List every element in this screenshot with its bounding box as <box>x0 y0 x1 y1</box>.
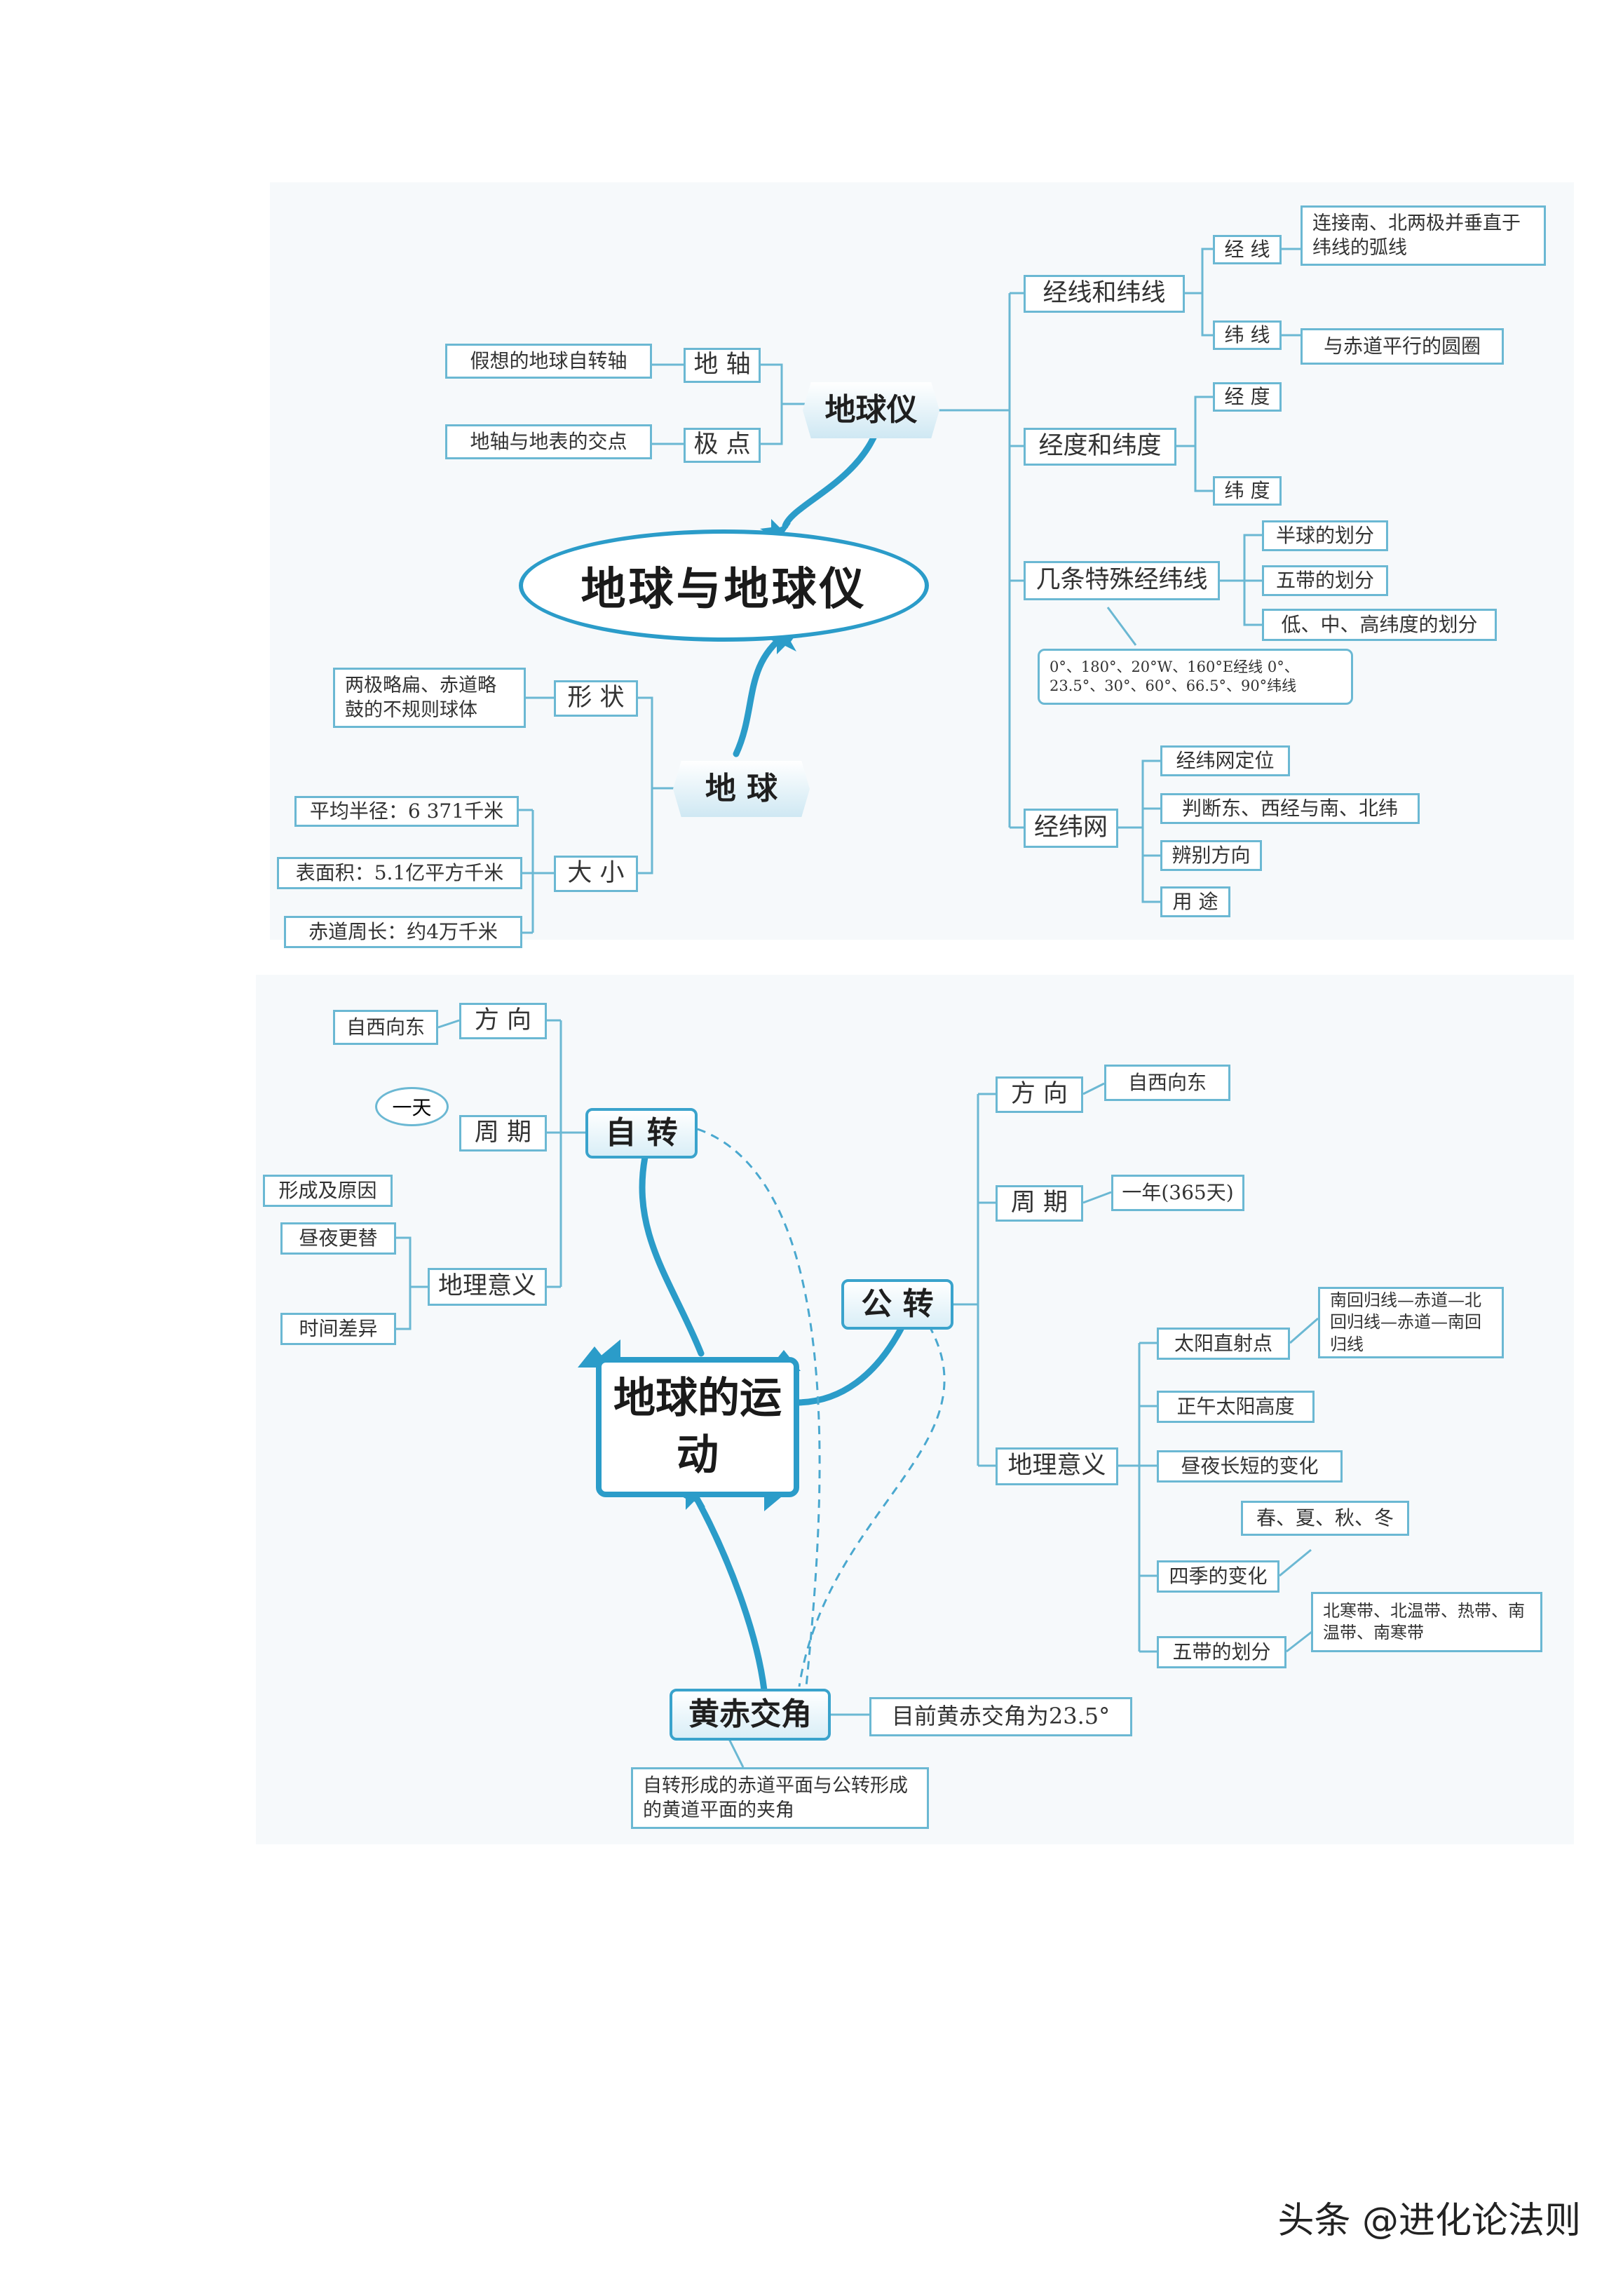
longitude-node: 经 度 <box>1213 382 1282 412</box>
latitude-node: 纬 度 <box>1213 476 1282 506</box>
shape-desc: 两极略扁、赤道略鼓的不规则球体 <box>333 668 526 728</box>
revolution-period-node: 周 期 <box>996 1185 1083 1222</box>
seasons-node: 四季的变化 <box>1157 1560 1279 1593</box>
grid-item-use: 用 途 <box>1160 886 1230 917</box>
rotation-node: 自 转 <box>585 1108 698 1159</box>
revolution-direction-node: 方 向 <box>996 1076 1083 1113</box>
parallel-node: 纬 线 <box>1213 320 1282 350</box>
globe-model-node: 地球仪 <box>803 382 939 438</box>
shape-node: 形 状 <box>554 680 638 717</box>
pole-desc: 地轴与地表的交点 <box>445 424 652 459</box>
rotation-sig-daynight: 昼夜更替 <box>280 1222 396 1255</box>
rotation-sig-timediff: 时间差异 <box>280 1313 396 1345</box>
zones-node: 五带的划分 <box>1262 565 1388 596</box>
parallel-desc: 与赤道平行的圆圈 <box>1301 328 1504 365</box>
axis-node: 地 轴 <box>684 348 761 383</box>
pole-node: 极 点 <box>684 428 761 463</box>
hemisphere-node: 半球的划分 <box>1262 520 1388 551</box>
map2-center-topic: 地球的运动 <box>596 1357 799 1497</box>
lines-node: 经线和纬线 <box>1024 275 1185 313</box>
rotation-period-bubble: 一天 <box>375 1087 449 1126</box>
meridian-node: 经 线 <box>1213 235 1282 264</box>
rotation-period-node: 周 期 <box>459 1115 547 1152</box>
grid-node: 经纬网 <box>1024 809 1118 848</box>
map1-center-topic: 地球与地球仪 <box>519 529 929 642</box>
five-zones-desc: 北寒带、北温带、热带、南温带、南寒带 <box>1311 1592 1542 1652</box>
rotation-direction-desc: 自西向东 <box>333 1010 438 1045</box>
direct-sun-node: 太阳直射点 <box>1157 1328 1290 1360</box>
size-area: 表面积：5.1亿平方千米 <box>277 857 522 889</box>
watermark-text: 头条 @进化论法则 <box>1277 2200 1581 2242</box>
lat-levels-node: 低、中、高纬度的划分 <box>1262 609 1497 641</box>
size-radius: 平均半径：6 371千米 <box>294 796 519 827</box>
size-circumference: 赤道周长：约4万千米 <box>284 916 522 948</box>
rotation-direction-node: 方 向 <box>459 1003 547 1039</box>
grid-item-judge: 判断东、西经与南、北纬 <box>1160 793 1420 824</box>
direct-sun-desc: 南回归线—赤道—北回归线—赤道—南回归线 <box>1318 1287 1504 1358</box>
degrees-node: 经度和纬度 <box>1024 428 1176 466</box>
meridian-desc: 连接南、北两极并垂直于纬线的弧线 <box>1301 205 1546 266</box>
revolution-node: 公 转 <box>841 1279 953 1330</box>
earth-node: 地 球 <box>673 761 810 817</box>
revolution-direction-desc: 自西向东 <box>1104 1065 1230 1101</box>
revolution-period-desc: 一年(365天) <box>1111 1175 1244 1211</box>
obliquity-node: 黄赤交角 <box>670 1689 831 1741</box>
obliquity-value: 目前黄赤交角为23.5° <box>869 1697 1132 1736</box>
grid-item-locate: 经纬网定位 <box>1160 745 1290 776</box>
special-lines-desc: 0°、180°、20°W、160°E经线 0°、23.5°、30°、60°、66… <box>1038 649 1353 705</box>
obliquity-desc: 自转形成的赤道平面与公转形成的黄道平面的夹角 <box>631 1767 929 1829</box>
revolution-significance-node: 地理意义 <box>996 1447 1118 1485</box>
day-length-node: 昼夜长短的变化 <box>1157 1450 1343 1483</box>
axis-desc: 假想的地球自转轴 <box>445 344 652 379</box>
grid-item-direction: 辨别方向 <box>1160 840 1262 871</box>
five-zones-node: 五带的划分 <box>1157 1636 1286 1668</box>
rotation-sig-cause: 形成及原因 <box>263 1175 393 1207</box>
special-lines-node: 几条特殊经纬线 <box>1024 561 1220 600</box>
rotation-significance-node: 地理意义 <box>428 1268 547 1306</box>
noon-sun-node: 正午太阳高度 <box>1157 1391 1315 1423</box>
size-node: 大 小 <box>554 856 638 892</box>
seasons-desc: 春、夏、秋、冬 <box>1241 1501 1409 1536</box>
